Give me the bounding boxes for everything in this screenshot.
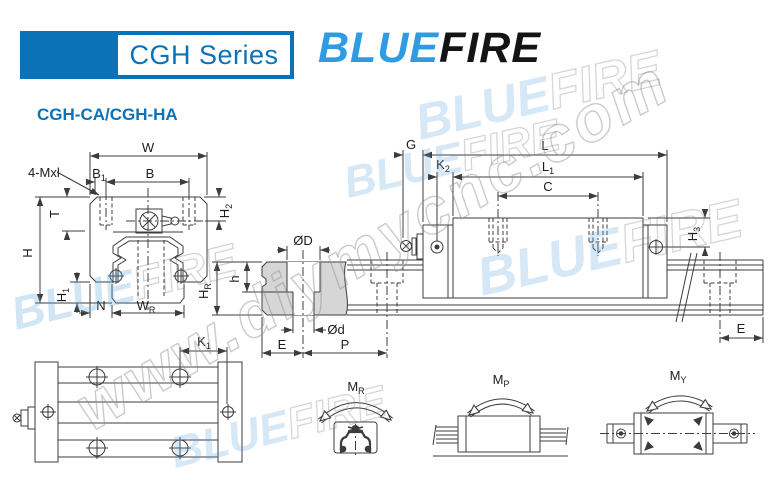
- dim-label-od: ØD: [293, 233, 313, 248]
- dim-label-h2: H2: [217, 204, 234, 218]
- series-header-box: CGH Series: [20, 31, 294, 79]
- side-view: [347, 192, 764, 358]
- moment-label-my: MY: [670, 368, 687, 385]
- drawing-linework: [12, 150, 764, 463]
- brand-logo-fire: FIRE: [439, 24, 542, 72]
- dim-label-t: T: [47, 210, 62, 218]
- dim-label-wr: WR: [137, 298, 156, 315]
- front-view-dimensions: [35, 152, 226, 318]
- dim-label-l1: L1: [542, 159, 554, 176]
- dim-label-e-side: E: [737, 321, 746, 336]
- dim-label-c: C: [543, 179, 552, 194]
- model-title: CGH-CA/CGH-HA: [37, 105, 178, 124]
- dim-label-k2: K2: [436, 157, 450, 174]
- dim-label-l: L: [541, 138, 548, 153]
- dim-label-e-rail: E: [278, 337, 287, 352]
- moment-label-mr: MR: [347, 379, 365, 396]
- brand-logo-blue: BLUE: [318, 24, 440, 72]
- front-view: [89, 188, 215, 310]
- dimension-labels: W B1 B 4-Mxl T H H1 H2 N WR ØD Ød h HR E…: [20, 137, 746, 396]
- brand-logo: BLUEFIRE: [318, 24, 541, 73]
- dim-label-b: B: [146, 166, 155, 181]
- dim-label-od-small: Ød: [327, 322, 344, 337]
- dim-label-b1: B1: [92, 166, 106, 183]
- dim-label-k1: K1: [197, 334, 211, 351]
- moment-label-mp: MP: [493, 372, 510, 389]
- moment-yaw-icon: [600, 395, 755, 455]
- side-view-dimensions: [394, 150, 764, 343]
- dim-label-hr: HR: [196, 283, 213, 299]
- rail-section-view: [212, 246, 387, 358]
- series-title: CGH Series: [129, 39, 279, 70]
- watermark-bluefire-3: BLUEFIRE: [410, 40, 668, 151]
- dim-label-n: N: [96, 298, 105, 313]
- watermark-bluefire-4: BLUEFIRE: [471, 188, 750, 308]
- dim-label-g: G: [406, 137, 416, 152]
- dim-label-h-rail: h: [227, 275, 242, 282]
- dim-label-bolt-note: 4-Mxl: [28, 165, 60, 180]
- series-header-inner: CGH Series: [118, 35, 290, 75]
- dim-label-h: H: [20, 248, 35, 257]
- dim-label-h3: H3: [685, 227, 702, 241]
- moment-pitch-icon: [432, 398, 569, 457]
- moment-roll-icon: [318, 402, 393, 456]
- dim-label-w: W: [142, 140, 155, 155]
- dim-label-p: P: [341, 337, 350, 352]
- watermark-url: www.diymycnc.com: [63, 45, 682, 444]
- dim-label-h1: H1: [54, 288, 71, 302]
- top-view: [12, 347, 243, 463]
